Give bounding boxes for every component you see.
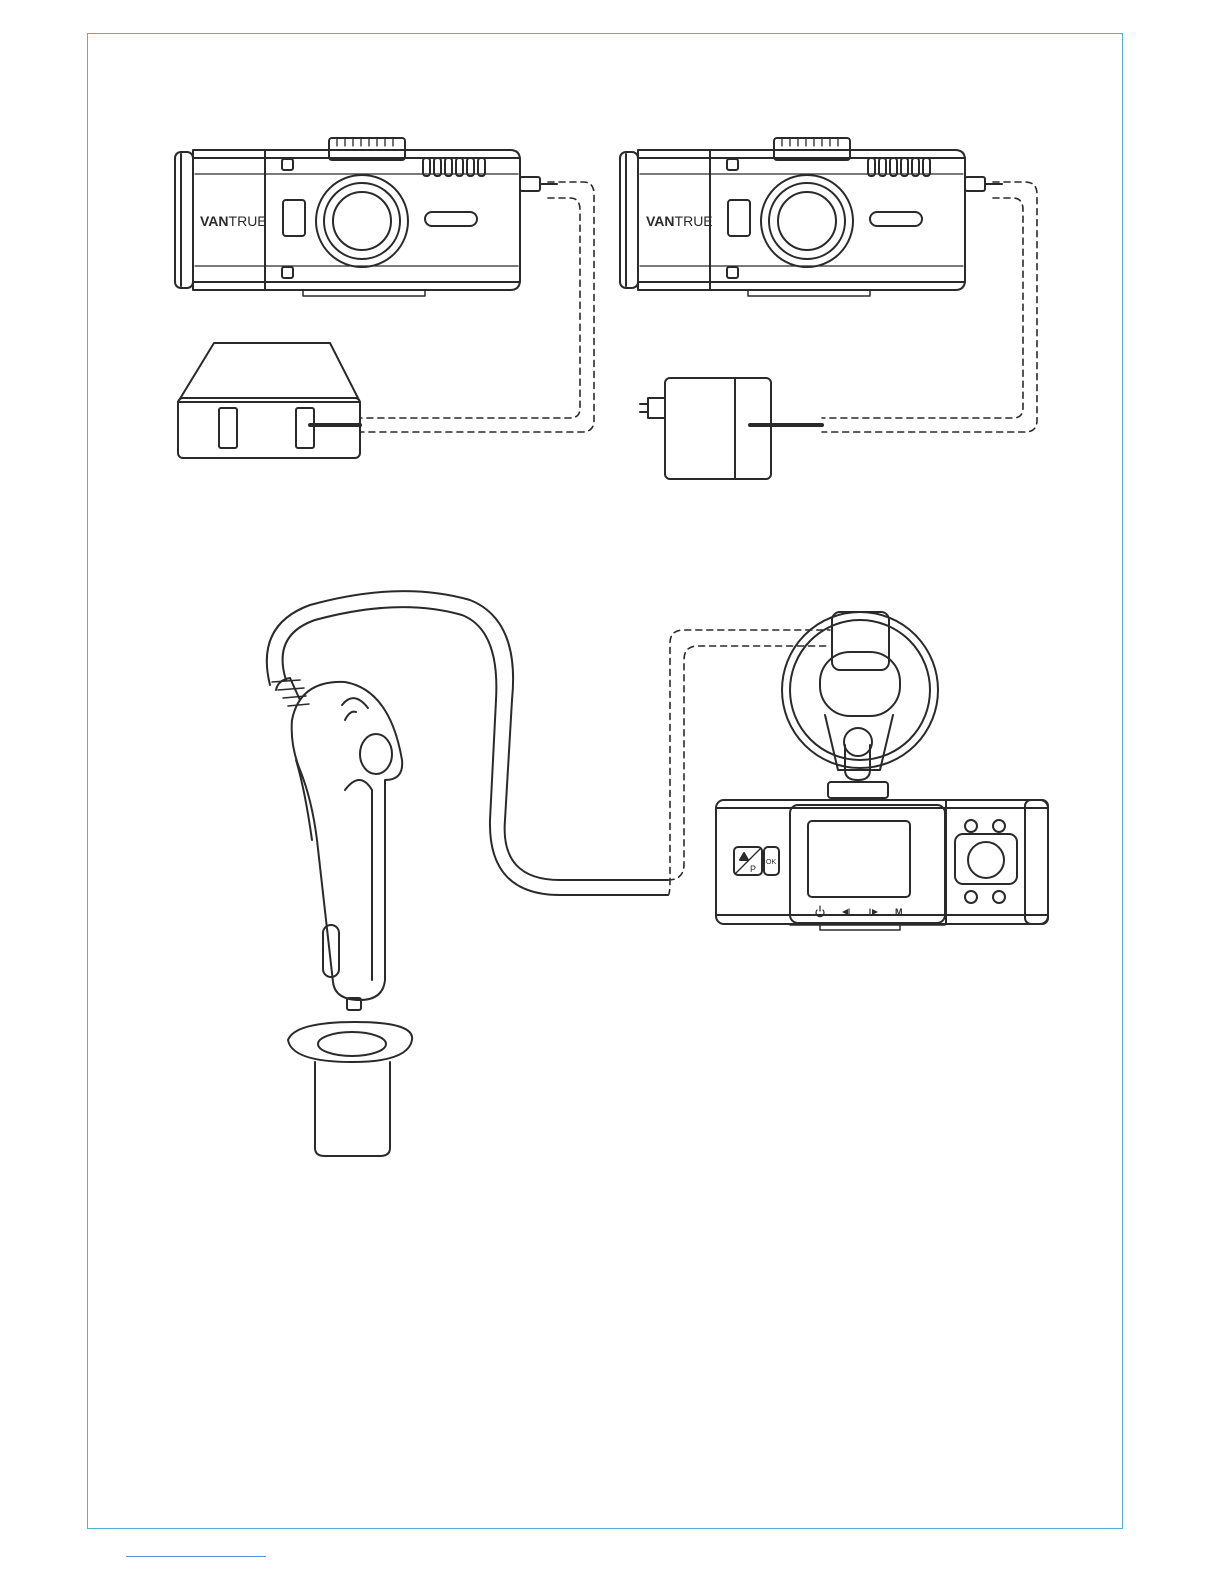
brand-logo-left: VANTRUE bbox=[200, 213, 267, 229]
brand-logo-right: VANTRUE bbox=[646, 213, 713, 229]
charger-cable-dashed bbox=[668, 630, 830, 895]
usb-car-charger-icon bbox=[178, 343, 360, 458]
p-button-label: P bbox=[750, 864, 756, 874]
wall-adapter-icon bbox=[640, 378, 771, 479]
cable-right bbox=[822, 182, 1037, 432]
charger-cable bbox=[267, 591, 668, 895]
m-button-label: M bbox=[895, 907, 903, 917]
car-charger-icon bbox=[272, 678, 402, 1010]
dash-cam-front-icon bbox=[716, 612, 1048, 930]
cigarette-socket-icon bbox=[288, 1022, 412, 1156]
ok-button-label: OK bbox=[766, 859, 776, 866]
